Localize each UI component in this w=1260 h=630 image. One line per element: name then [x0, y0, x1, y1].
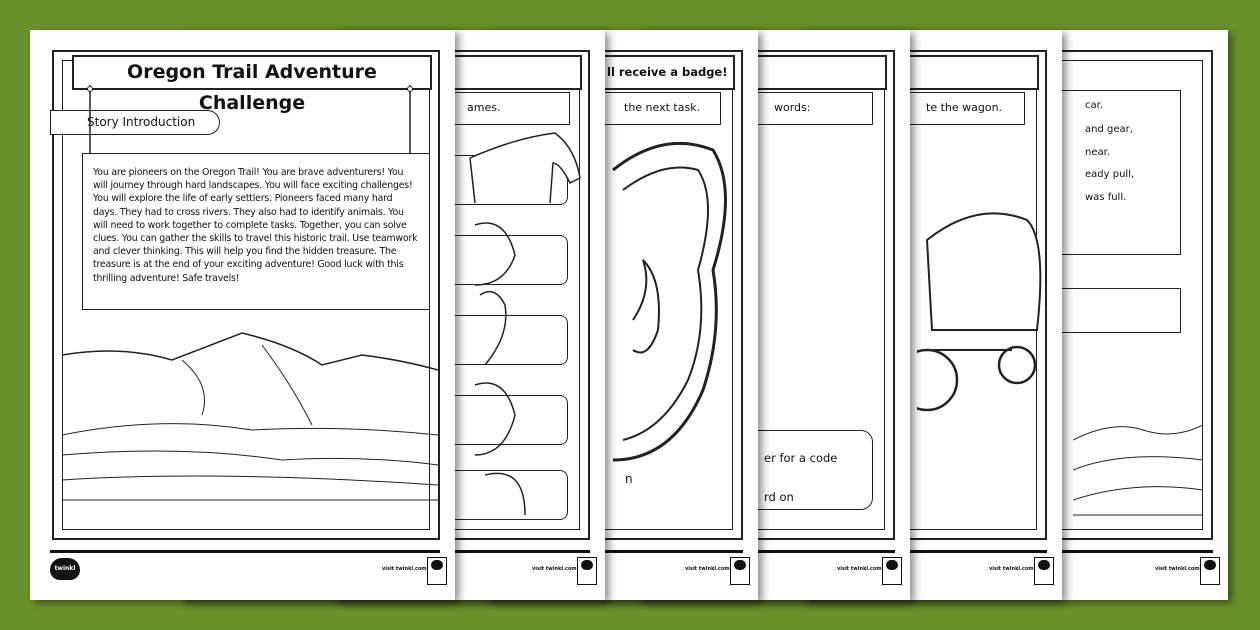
footer-url: visit twinkl.com: [685, 566, 730, 572]
twinkl-logo: twinkl: [50, 558, 80, 580]
code-box-line: er for a code: [764, 451, 838, 465]
footer-url: visit twinkl.com: [1155, 566, 1200, 572]
poem-line: near.: [1085, 147, 1110, 158]
code-box-line: rd on: [764, 490, 794, 504]
poem-line: was full.: [1085, 192, 1127, 203]
footer-line: [50, 550, 440, 553]
twinkl-badge-icon: [1034, 557, 1054, 585]
badge-text: n: [625, 472, 633, 486]
twinkl-badge-icon: [882, 557, 902, 585]
page-border: [52, 50, 440, 540]
footer-url: visit twinkl.com: [532, 566, 577, 572]
twinkl-badge-icon: [577, 557, 597, 585]
badge-shield-illustration: [612, 141, 727, 462]
hanging-strings: [87, 85, 413, 155]
footer-url: visit twinkl.com: [382, 566, 427, 572]
poem-line: car.: [1085, 100, 1103, 111]
poem-line: and gear,: [1085, 124, 1133, 135]
footer-url: visit twinkl.com: [837, 566, 882, 572]
twinkl-badge-icon: [427, 557, 447, 585]
mountain-landscape-illustration: [62, 332, 438, 501]
twinkl-badge-icon: [1200, 557, 1220, 585]
horse-illustration: [469, 132, 581, 204]
animals-illustration: [474, 222, 526, 516]
section-label: Story Introduction: [50, 110, 220, 135]
footer-url: visit twinkl.com: [989, 566, 1034, 572]
story-text: You are pioneers on the Oregon Trail! Yo…: [82, 153, 430, 310]
wagon-illustration: [917, 212, 1042, 412]
mountain-illustration: [1073, 424, 1203, 516]
twinkl-badge-icon: [730, 557, 750, 585]
page-title: Oregon Trail Adventure Challenge: [72, 55, 432, 114]
worksheet-page-1[interactable]: Oregon Trail Adventure Challenge Story I…: [30, 30, 455, 600]
poem-line: eady pull,: [1085, 169, 1135, 180]
